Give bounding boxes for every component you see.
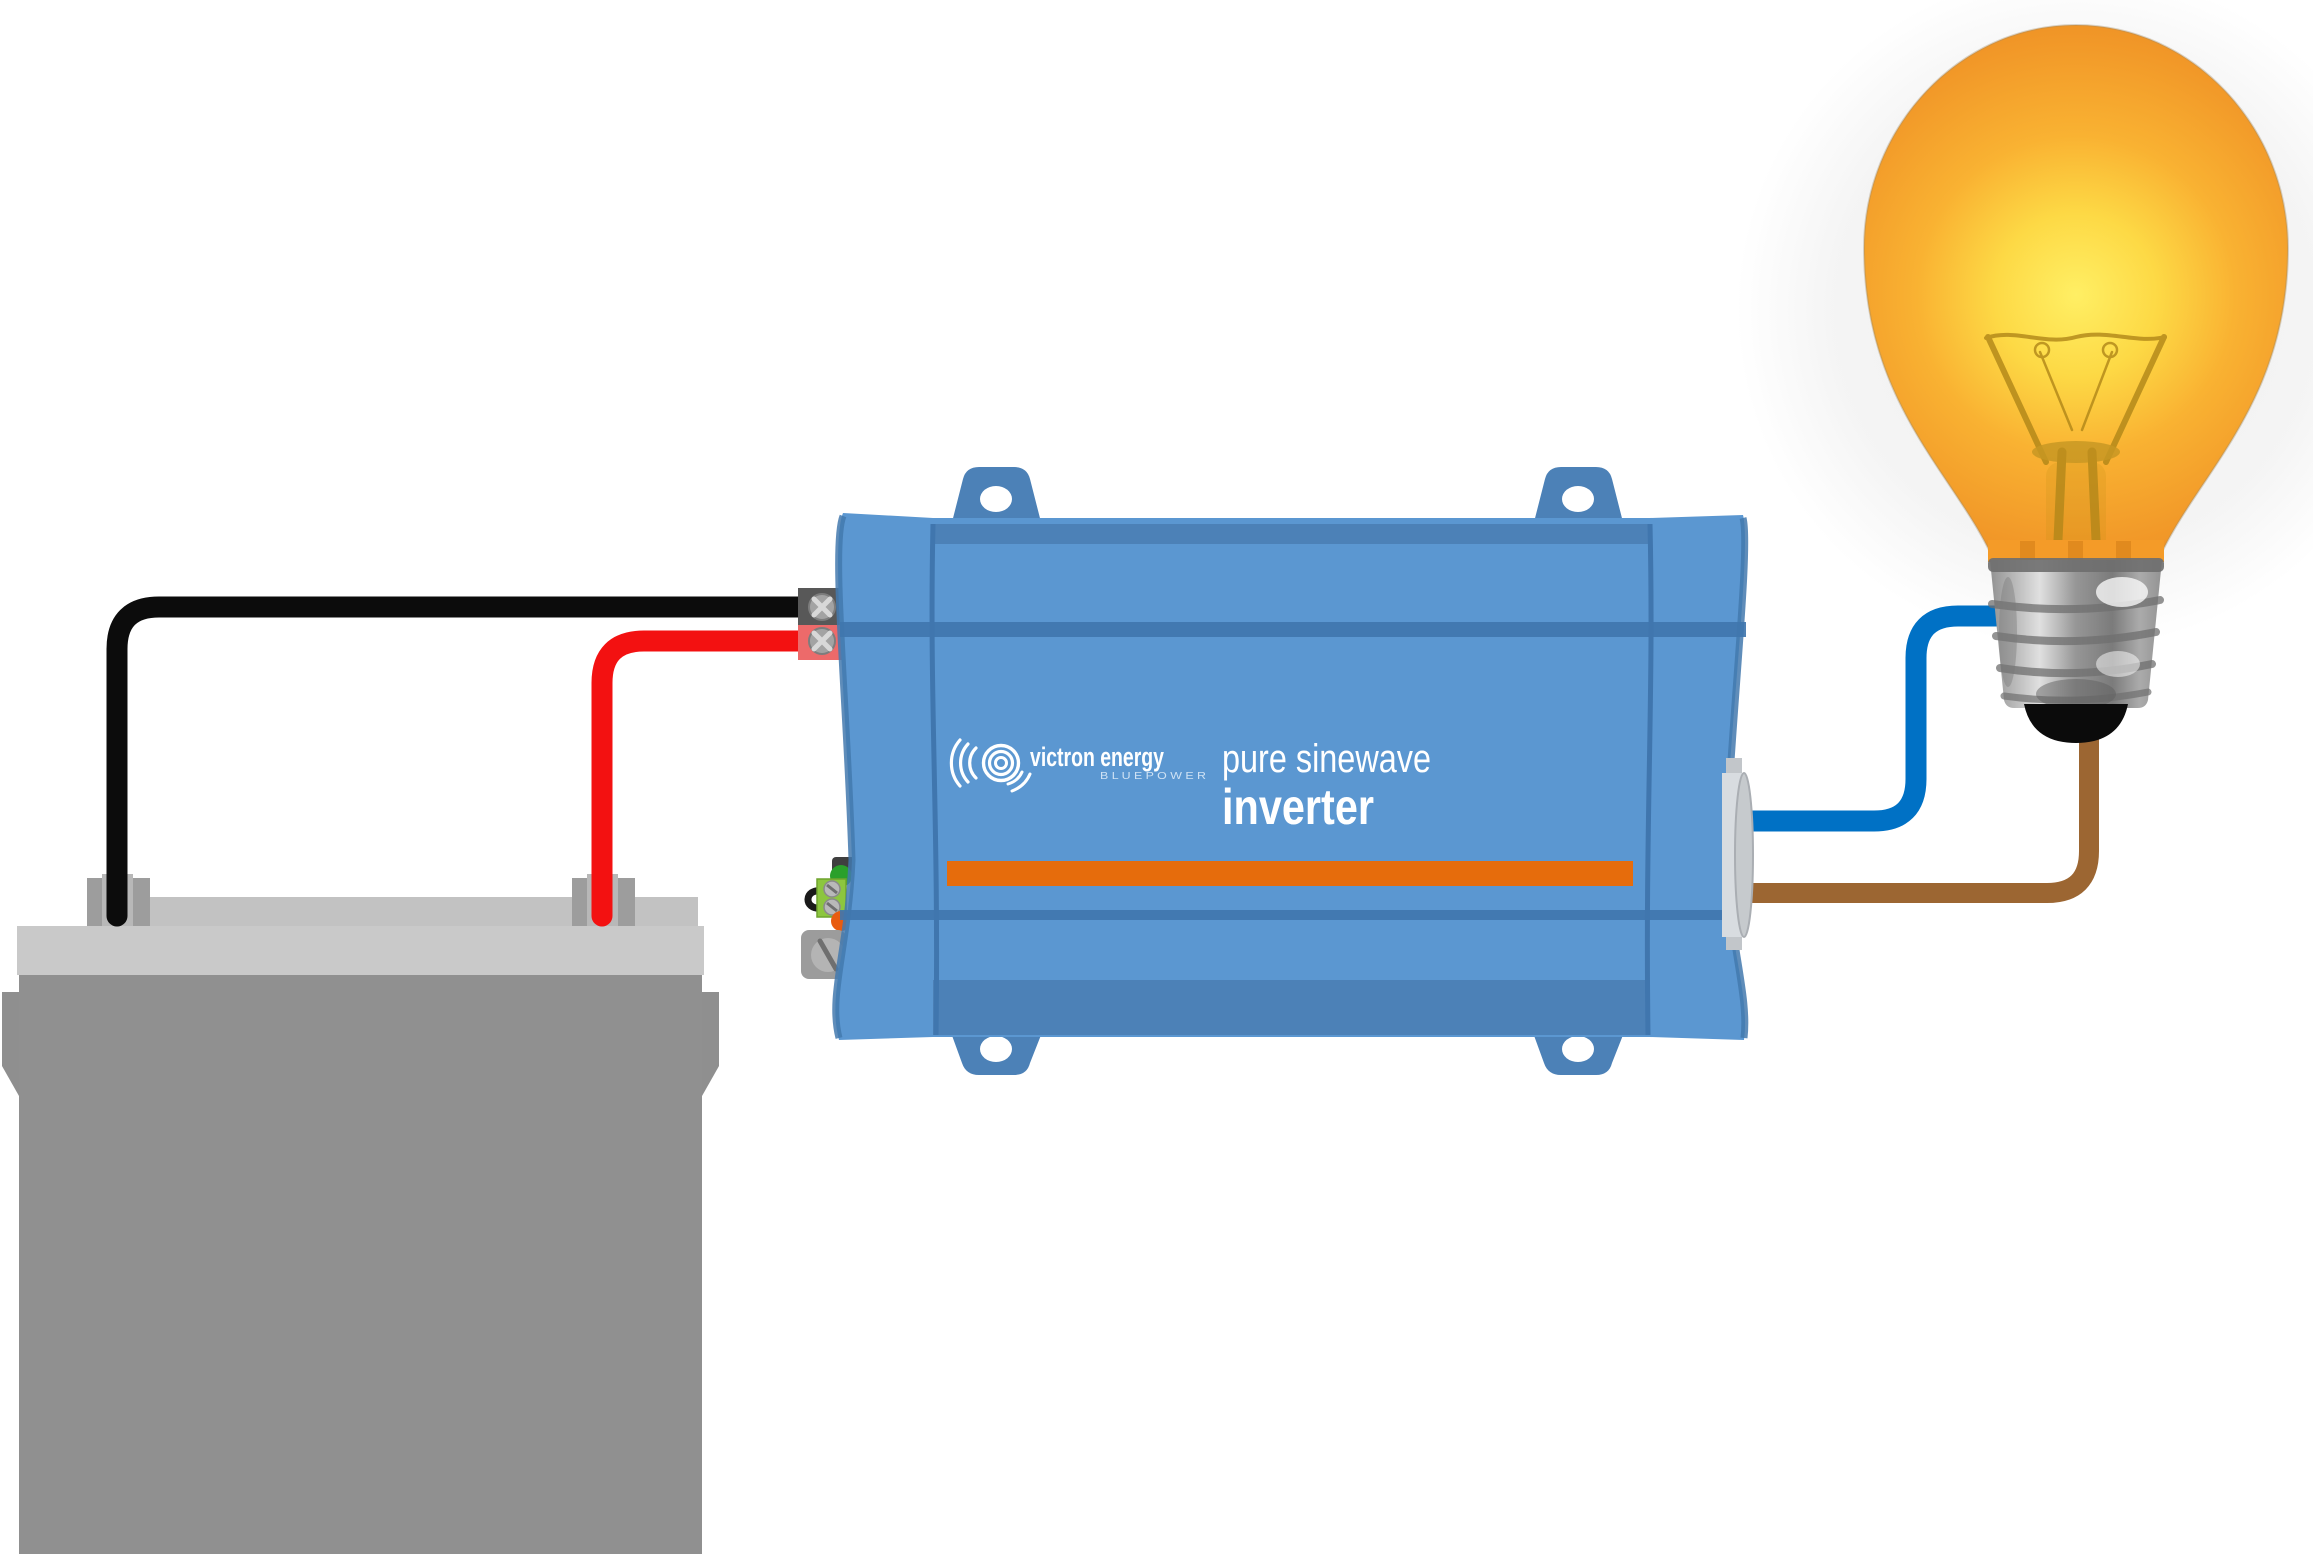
inverter-right-endcap <box>1650 515 1746 1040</box>
battery-negative-cable <box>106 596 811 927</box>
inverter-dc-terminal-block <box>798 588 844 660</box>
ground-screw-block <box>801 930 846 979</box>
orange-stripe <box>947 861 1633 886</box>
bulb-tip <box>2024 704 2128 743</box>
mounting-hole-top-left <box>980 486 1012 512</box>
inverter-bottom-strip <box>933 980 1650 1035</box>
bulb-globe <box>1862 23 2290 553</box>
dc-terminal-screw-negative <box>808 593 836 621</box>
light-bulb <box>1862 23 2290 743</box>
battery-positive-cable <box>591 630 811 927</box>
inverter-upper-seam <box>840 622 1746 637</box>
bulb-base <box>1988 558 2164 709</box>
brand-subtext: B L U E P O W E R <box>1100 771 1206 782</box>
battery <box>2 874 719 1554</box>
brand-text: victron energy <box>1030 742 1164 772</box>
ac-line-wire <box>1727 605 2021 832</box>
ac-neutral-wire <box>1728 725 2099 903</box>
inverter-right-panel-seam <box>1644 523 1654 1036</box>
mounting-hole-bottom-right <box>1562 1036 1594 1062</box>
battery-left-ear <box>2 992 19 1096</box>
inverter-left-endcap <box>835 513 933 1040</box>
bulb-filament <box>1984 332 2167 554</box>
ac-outlet <box>1722 758 1754 950</box>
product-text-line1: pure sinewave <box>1222 737 1431 781</box>
inverter-top-strip <box>933 524 1650 544</box>
inverter-left-panel-seam <box>929 523 940 1036</box>
remote-connector <box>816 878 847 918</box>
battery-right-ear <box>702 992 719 1096</box>
dc-terminal-screw-positive <box>808 627 836 655</box>
bulb-neck <box>1988 540 2164 562</box>
battery-body <box>19 975 702 1554</box>
inverter: victron energy B L U E P O W E R pure si… <box>798 467 1754 1075</box>
product-text-line2: inverter <box>1222 779 1374 835</box>
inverter-left-edge-shade <box>832 514 856 1039</box>
inverter-body <box>933 518 1650 1037</box>
inverter-lower-seam <box>840 910 1746 920</box>
victron-logo-icon <box>949 738 1032 793</box>
mounting-hole-bottom-left <box>980 1036 1012 1062</box>
mounting-hole-top-right <box>1562 486 1594 512</box>
battery-top-band <box>17 926 704 975</box>
